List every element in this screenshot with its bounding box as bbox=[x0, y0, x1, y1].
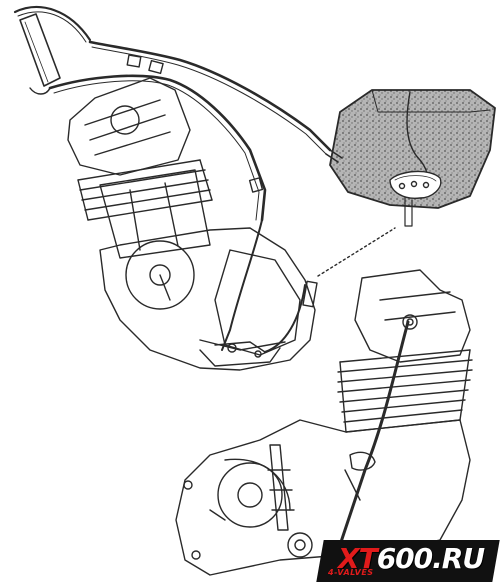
frame-tube bbox=[13, 5, 92, 95]
lower-cylinder-head bbox=[354, 269, 471, 363]
lower-magneto-cover bbox=[217, 462, 283, 528]
upper-oil-lines bbox=[48, 40, 332, 353]
watermark-logo-text: XT600.RU bbox=[338, 542, 485, 575]
lower-oil-pipe bbox=[338, 320, 410, 547]
upper-crankcase bbox=[99, 227, 316, 371]
upper-engine bbox=[67, 77, 316, 371]
oil-tank bbox=[325, 89, 496, 227]
detail-leader-line bbox=[317, 227, 396, 277]
upper-cylinder-fins bbox=[77, 159, 213, 221]
watermark-prefix: XT bbox=[338, 542, 378, 575]
watermark-subtitle: 4-VALVES bbox=[328, 568, 374, 577]
oil-banjo-bolt bbox=[402, 314, 418, 330]
oil-line-return bbox=[48, 74, 267, 222]
upper-cylinder-block bbox=[99, 169, 211, 259]
upper-cam-cover bbox=[110, 105, 140, 135]
oil-filter-cover bbox=[287, 532, 313, 558]
oil-tank-outlet bbox=[389, 170, 442, 199]
upper-clutch-cover bbox=[214, 249, 301, 356]
upper-crank-cover bbox=[125, 240, 195, 310]
lower-engine bbox=[175, 269, 473, 576]
oil-line-feed bbox=[88, 40, 332, 152]
lower-crankcase bbox=[175, 419, 471, 576]
watermark-main: 600.RU bbox=[376, 542, 485, 575]
lower-cylinder-fins bbox=[337, 349, 473, 433]
hose-clamp bbox=[126, 54, 142, 68]
upper-cylinder-head bbox=[67, 77, 191, 176]
site-watermark: XT600.RU 4-VALVES bbox=[316, 540, 500, 582]
